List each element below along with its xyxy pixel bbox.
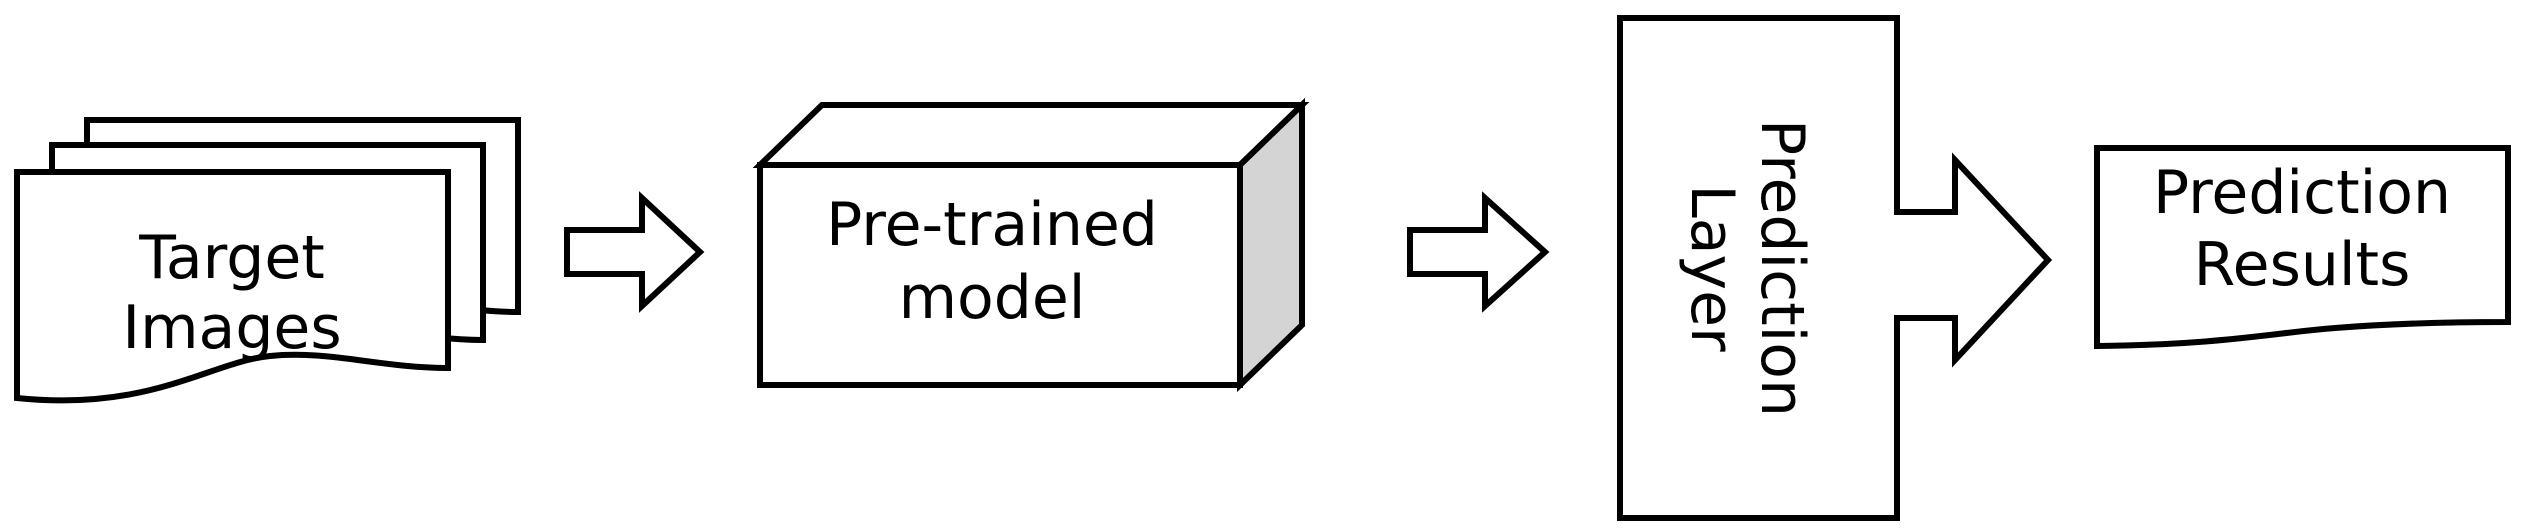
prediction-results-label-line2: Results [2194,230,2411,300]
arrow-right-2 [1407,191,1550,313]
prediction-layer-label-line1: Prediction [1747,119,1817,417]
target-images-document-stack: Target Images [14,117,521,404]
pretrained-model-box: Pre-trained model [752,97,1310,393]
prediction-layer-label-line2: Layer [1677,184,1747,352]
target-images-label-line1: Target [138,223,325,293]
results-document-page [2094,145,2511,350]
pretrained-model-label-line2: model [899,263,1086,333]
prediction-results-label-line1: Prediction [2153,158,2451,228]
prediction-layer: Prediction Layer [1617,15,2053,521]
prediction-results-document: Prediction Results [2094,145,2511,350]
target-images-label-line2: Images [122,293,341,363]
document-page-front [14,169,451,404]
arrow-right-1 [564,191,705,313]
prediction-layer-arrow-shape [1617,15,2053,521]
model-box-front-face [757,162,1243,388]
pretrained-model-label-line1: Pre-trained [826,190,1158,260]
model-box-top-face [752,102,1310,168]
